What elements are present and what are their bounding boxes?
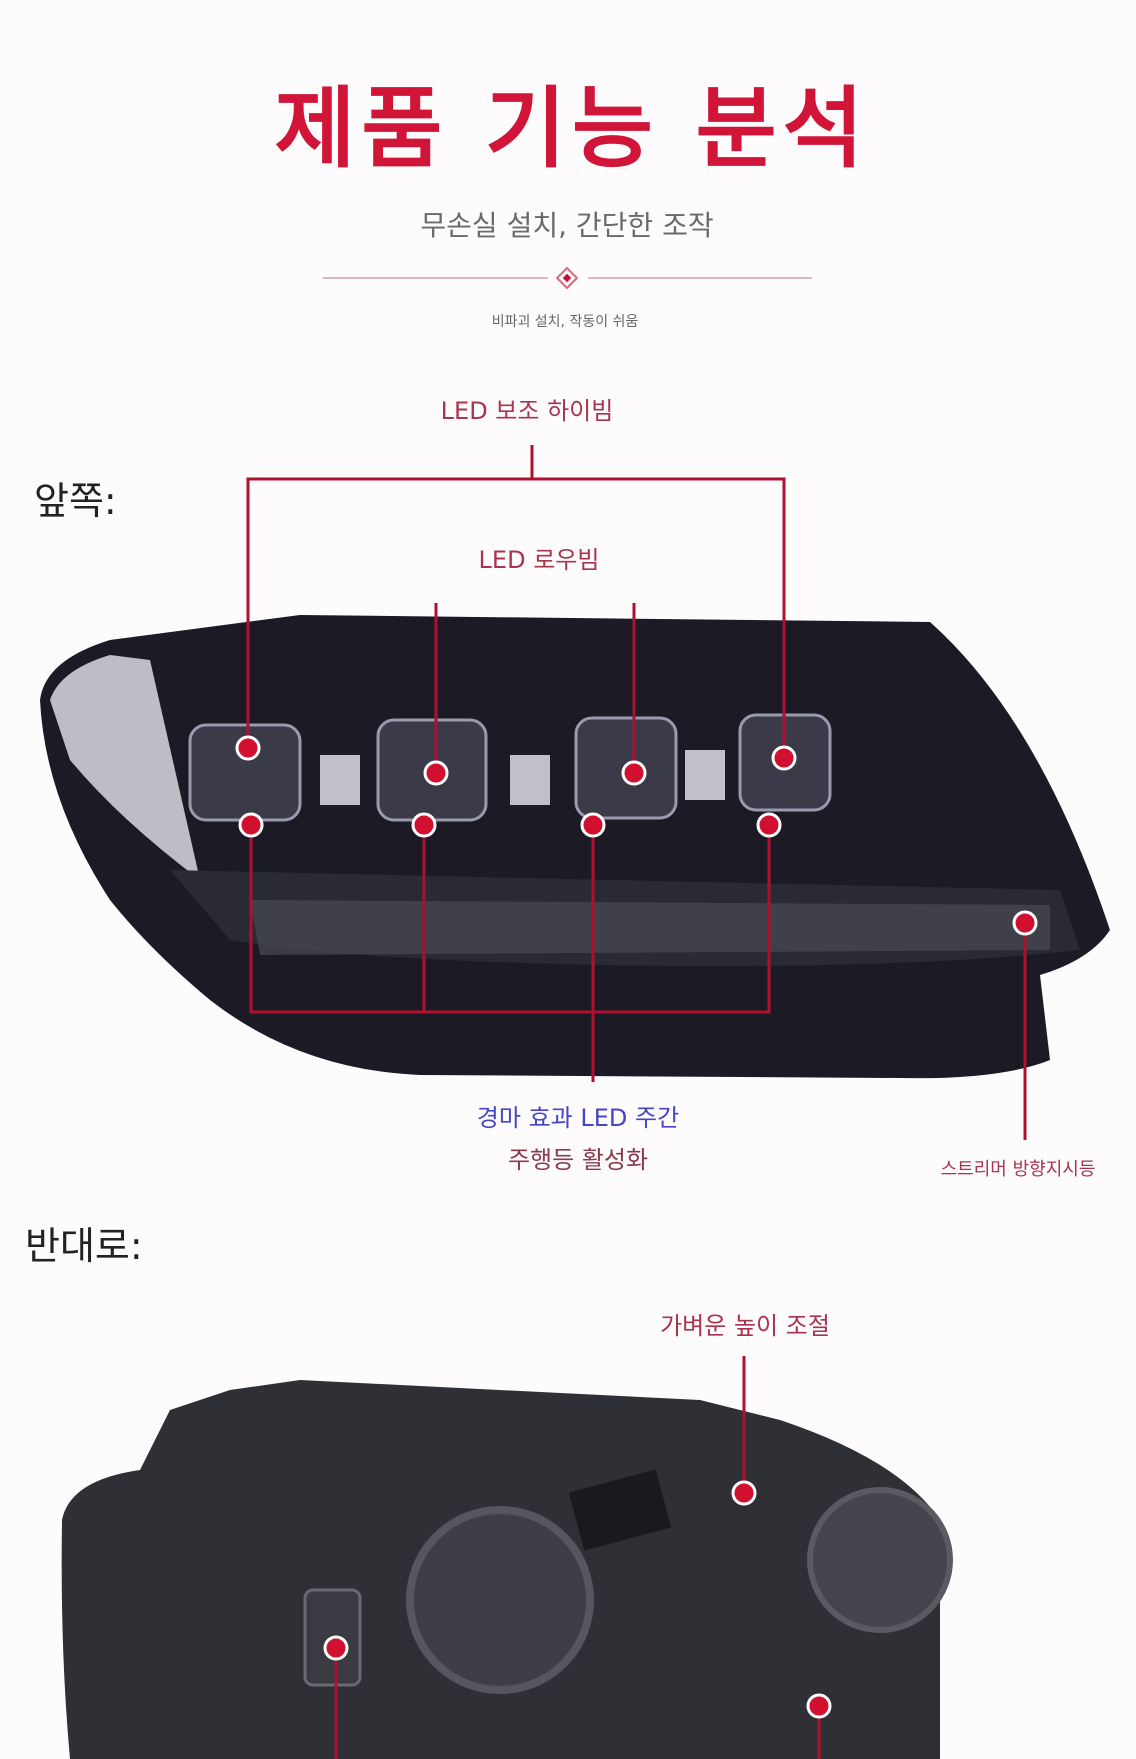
callout-dot: [423, 760, 449, 786]
label-streamer-turn: 스트리머 방향지시등: [940, 1159, 1096, 1180]
caption: 비파괴 설치, 작동이 쉬움: [491, 314, 639, 330]
label-drl-line2: 주행등 활성화: [507, 1146, 649, 1174]
callout-dot: [621, 760, 647, 786]
section-front-label: 앞쪽:: [34, 479, 117, 523]
back-housing-image: [61, 1380, 953, 1759]
label-low-beam: LED 로우빔: [478, 546, 600, 574]
section-back-label: 반대로:: [25, 1224, 143, 1268]
callout-dot: [771, 745, 797, 771]
page-title: 제품 기능 분석: [274, 77, 870, 180]
front-headlight-image: [40, 615, 1110, 1079]
callout-dot: [1012, 910, 1038, 936]
label-drl-line1: 경마 효과 LED 주간: [476, 1104, 680, 1132]
label-aux-high-beam: LED 보조 하이빔: [440, 397, 614, 425]
callout-dots: [235, 735, 1038, 1719]
diamond-icon: [555, 266, 579, 290]
callout-dot: [323, 1635, 349, 1661]
callout-dot: [806, 1693, 832, 1719]
subtitle: 무손실 설치, 간단한 조작: [420, 209, 714, 242]
callout-dot: [235, 735, 261, 761]
callout-dot: [756, 812, 782, 838]
callout-dot: [580, 812, 606, 838]
callout-dot: [411, 812, 437, 838]
callout-dot: [238, 812, 264, 838]
callout-dot: [731, 1480, 757, 1506]
label-height-adjust: 가벼운 높이 조절: [660, 1312, 830, 1340]
